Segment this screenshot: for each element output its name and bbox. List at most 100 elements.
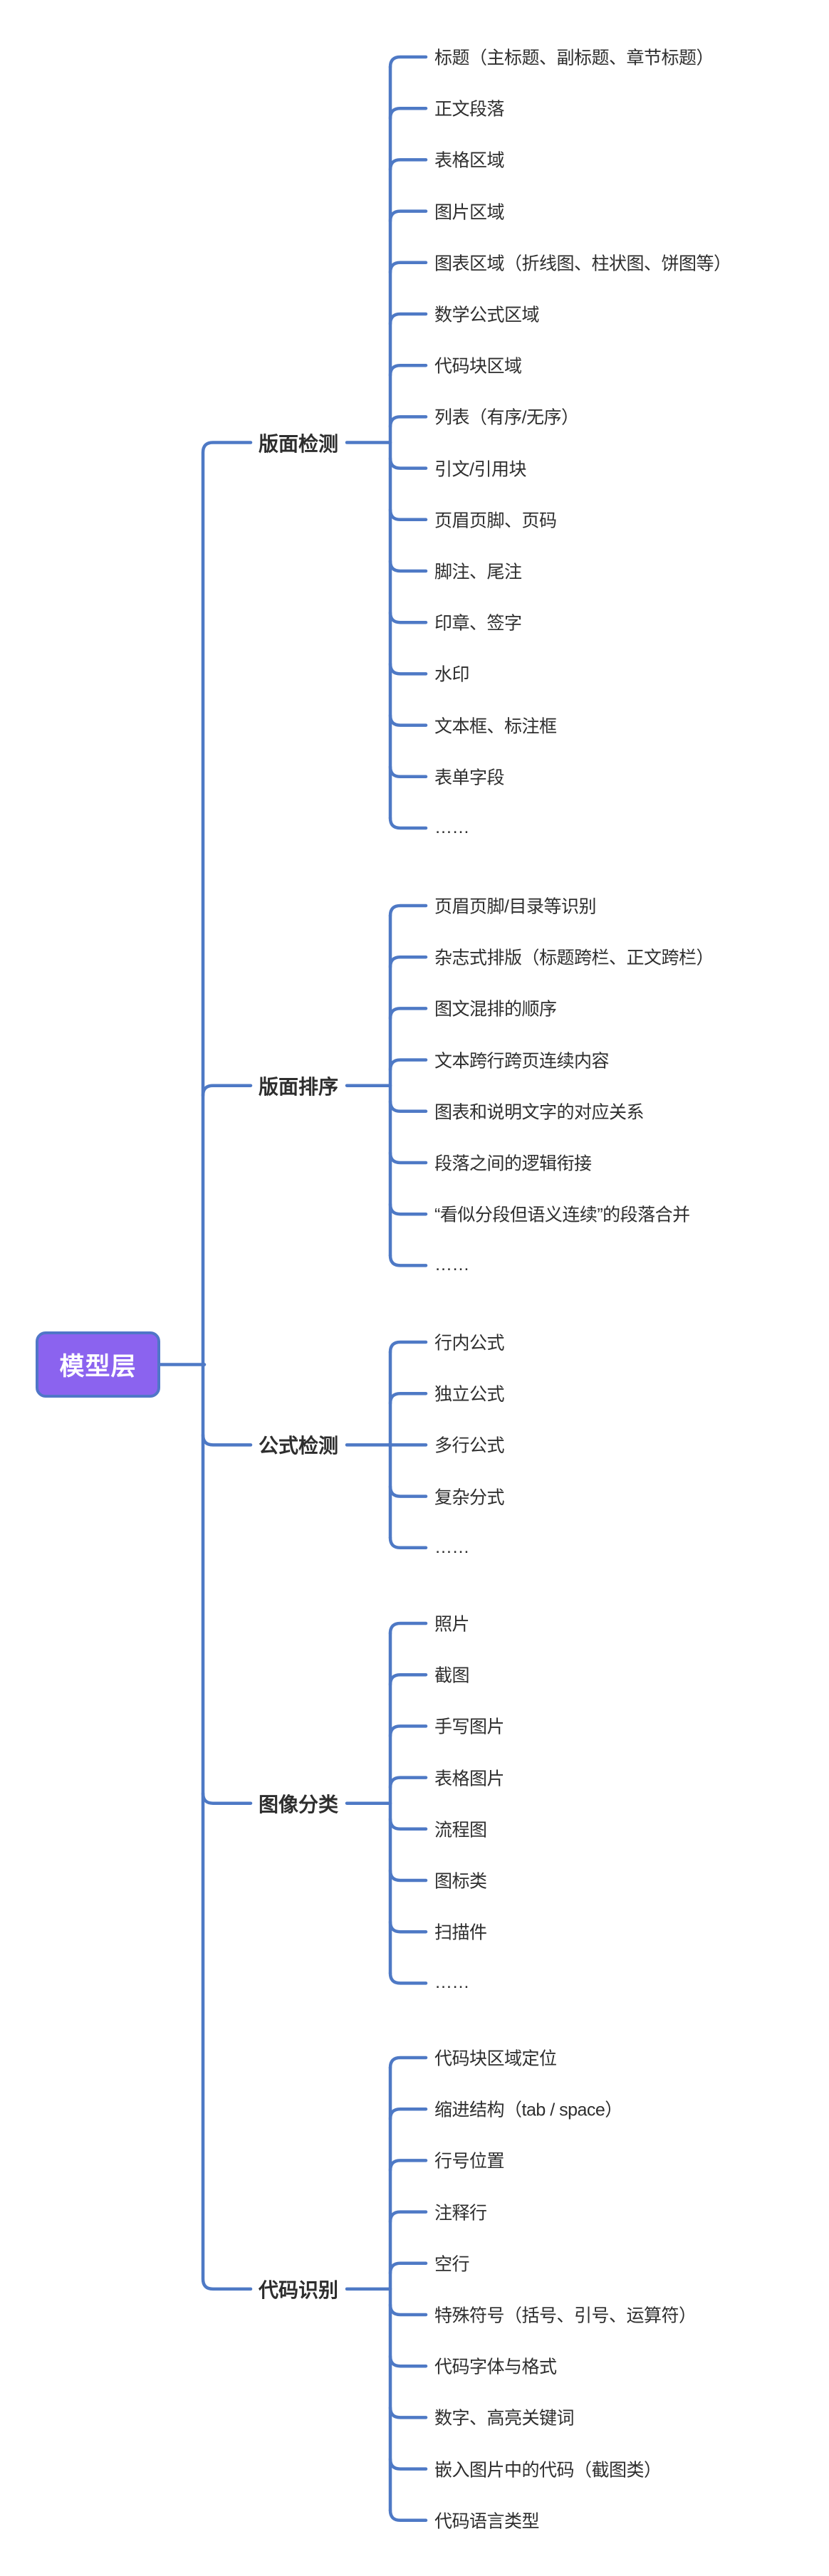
leaf-node[interactable]: 多行公式 [434, 1435, 505, 1456]
leaf-node[interactable]: 图表和说明文字的对应关系 [434, 1102, 645, 1123]
leaf-node[interactable]: 图片区域 [434, 201, 505, 222]
leaf-node[interactable]: 注释行 [434, 2202, 487, 2223]
leaf-node[interactable]: 独立公式 [434, 1384, 505, 1405]
connector-path [388, 158, 428, 172]
connector-path [201, 1084, 253, 1097]
leaf-node[interactable]: 手写图片 [434, 1717, 505, 1737]
connector-path [388, 312, 428, 326]
leaf-node[interactable]: …… [434, 1536, 470, 1557]
connector-path [388, 1621, 428, 1635]
connector-path [388, 1672, 428, 1687]
leaf-node[interactable]: 行内公式 [434, 1333, 505, 1354]
connector-path [388, 2406, 428, 2419]
connector-path [201, 441, 253, 2291]
branch-node[interactable]: 版面检测 [258, 432, 339, 455]
leaf-node[interactable]: 截图 [434, 1665, 470, 1686]
connector-path [388, 713, 428, 727]
connector-path [388, 816, 428, 830]
leaf-node[interactable]: 代码语言类型 [434, 2511, 540, 2532]
leaf-node[interactable]: 嵌入图片中的代码（截图类） [434, 2459, 662, 2480]
connector-path [388, 1868, 428, 1883]
leaf-node[interactable]: 文本框、标注框 [434, 716, 557, 736]
connector-path [201, 1791, 253, 1805]
connector-path [388, 1485, 428, 1498]
connector-path [388, 2210, 428, 2224]
leaf-node[interactable]: 图标类 [434, 1871, 487, 1892]
leaf-node[interactable]: 页眉页脚、页码 [434, 511, 557, 531]
connector-path [388, 2354, 428, 2368]
connector-path [388, 2159, 428, 2172]
connector-path [388, 1920, 428, 1934]
leaf-node[interactable]: 脚注、尾注 [434, 562, 522, 582]
leaf-node[interactable]: 页眉页脚/目录等识别 [434, 896, 596, 917]
leaf-node[interactable]: 表格图片 [434, 1768, 505, 1789]
branch-node[interactable]: 图像分类 [258, 1793, 339, 1816]
leaf-node[interactable]: 特殊符号（括号、引号、运算符） [434, 2305, 697, 2326]
connector-path [388, 1202, 428, 1216]
connector-path [388, 1724, 428, 1738]
leaf-node[interactable]: 复杂分式 [434, 1487, 505, 1507]
connector-path [388, 1099, 428, 1114]
connector-path [388, 415, 428, 429]
connector-path [388, 1817, 428, 1831]
connector-path [388, 1151, 428, 1165]
connector-path [388, 610, 428, 624]
root-node[interactable]: 模型层 [36, 1331, 160, 1398]
connector-path [388, 559, 428, 573]
connector-path [388, 1536, 428, 1550]
connector-path [388, 55, 428, 69]
leaf-node[interactable]: 扫描件 [434, 1922, 487, 1943]
leaf-node[interactable]: 空行 [434, 2254, 470, 2275]
leaf-node[interactable]: 数字、高亮关键词 [434, 2408, 575, 2429]
connector-path [388, 1340, 428, 1354]
connector-path [388, 261, 428, 275]
connector-path [388, 1972, 428, 1985]
leaf-node[interactable]: …… [434, 1255, 470, 1275]
connector-path [388, 106, 428, 120]
leaf-node[interactable]: 印章、签字 [434, 613, 522, 634]
connector-path [388, 508, 428, 522]
connector-path [388, 209, 428, 223]
leaf-node[interactable]: 引文/引用块 [434, 459, 526, 479]
leaf-node[interactable]: 代码块区域定位 [434, 2048, 557, 2069]
connector-path [388, 765, 428, 779]
connector-path [388, 1254, 428, 1267]
connector-path [388, 2303, 428, 2317]
leaf-node[interactable]: 缩进结构（tab / space） [434, 2100, 622, 2120]
leaf-node[interactable]: 数学公式区域 [434, 305, 540, 325]
connector-path [201, 1433, 253, 1447]
leaf-node[interactable]: 图表区域（折线图、柱状图、饼图等） [434, 253, 731, 274]
connector-path [388, 955, 428, 969]
leaf-node[interactable]: 标题（主标题、副标题、章节标题） [434, 48, 714, 68]
leaf-node[interactable]: 行号位置 [434, 2151, 505, 2172]
connector-path [388, 1776, 428, 1789]
leaf-node[interactable]: 表格区域 [434, 150, 505, 171]
leaf-node[interactable]: 杂志式排版（标题跨栏、正文跨栏） [434, 948, 714, 968]
leaf-node[interactable]: 文本跨行跨页连续内容 [434, 1050, 610, 1071]
branch-node[interactable]: 版面排序 [258, 1075, 339, 1098]
connector-path [388, 2508, 428, 2523]
connector-path [388, 456, 428, 470]
leaf-node[interactable]: 列表（有序/无序） [434, 407, 579, 428]
leaf-node[interactable]: 流程图 [434, 1820, 487, 1841]
connector-path [388, 2261, 428, 2276]
connector-path [388, 1391, 428, 1405]
leaf-node[interactable]: 段落之间的逻辑衔接 [434, 1153, 592, 1174]
leaf-node[interactable]: 代码字体与格式 [434, 2357, 557, 2377]
leaf-node[interactable]: 代码块区域 [434, 356, 522, 377]
leaf-node[interactable]: 正文段落 [434, 99, 505, 120]
connector-path [388, 662, 428, 676]
leaf-node[interactable]: 照片 [434, 1614, 470, 1635]
leaf-node[interactable]: “看似分段但语义连续”的段落合并 [434, 1205, 690, 1225]
leaf-node[interactable]: 表单字段 [434, 768, 505, 788]
branch-node[interactable]: 代码识别 [258, 2278, 339, 2301]
branch-node[interactable]: 公式检测 [258, 1435, 339, 1457]
connector-path [388, 2107, 428, 2121]
leaf-node[interactable]: …… [434, 1972, 470, 1993]
leaf-node[interactable]: 水印 [434, 664, 470, 685]
leaf-node[interactable]: 图文混排的顺序 [434, 999, 557, 1020]
leaf-node[interactable]: …… [434, 817, 470, 837]
connector-path [388, 363, 428, 377]
